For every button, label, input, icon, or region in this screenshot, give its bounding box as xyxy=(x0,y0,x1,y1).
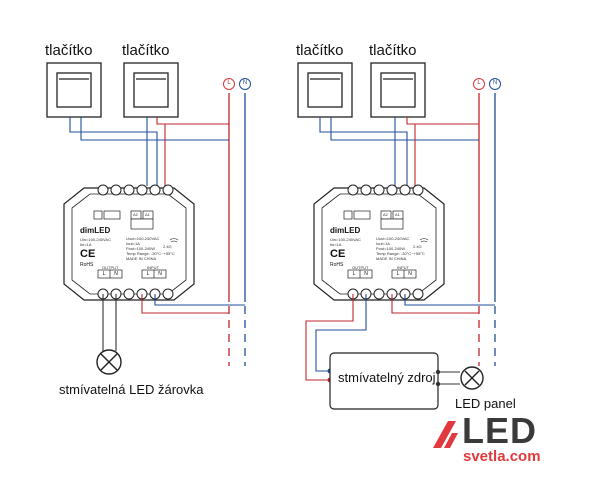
right-a1-label: A1 xyxy=(395,212,400,217)
left-button-1-label: tlačítko xyxy=(45,42,93,59)
left-load-caption: stmívatelná LED žárovka xyxy=(59,382,204,397)
logo-graphic xyxy=(433,421,458,448)
left-bulb xyxy=(96,338,122,375)
left-module-freq: 2.4G xyxy=(163,244,172,249)
left-dimmer-module xyxy=(63,184,195,301)
right-out-N: N xyxy=(364,271,368,277)
left-button-2-label: tlačítko xyxy=(122,42,170,59)
left-rohs-mark: RoHS xyxy=(80,262,94,268)
right-rail-N-label: N xyxy=(492,80,498,86)
left-a2-label: A2 xyxy=(133,212,138,217)
dimmable-driver-box xyxy=(329,352,439,410)
led-panel-lamp xyxy=(435,366,484,390)
left-in-N: N xyxy=(158,271,162,277)
left-output-label: OUTPUT xyxy=(102,265,119,270)
right-in-L: L xyxy=(396,271,400,277)
left-input-label: INPUT xyxy=(147,265,159,270)
right-output-wires xyxy=(305,294,495,381)
right-input-label: INPUT xyxy=(397,265,409,270)
left-module-spec-out: Uout=100-240VAC Iout=1A Pout=100-240W Te… xyxy=(126,236,175,261)
left-module-spec-in: Uin=100-240VAC Iin=1A xyxy=(80,237,111,247)
right-button-2 xyxy=(370,62,426,118)
left-out-L: L xyxy=(102,271,106,277)
left-module-brand: dimLED xyxy=(80,226,111,235)
left-button-wires xyxy=(69,117,229,186)
left-ce-mark: CE xyxy=(80,248,96,260)
right-module-freq: 2.4G xyxy=(413,244,422,249)
right-output-label: OUTPUT xyxy=(352,265,369,270)
right-button-1 xyxy=(297,62,353,118)
right-rail-L-label: L xyxy=(477,80,481,86)
right-in-N: N xyxy=(408,271,412,277)
right-a2-label: A2 xyxy=(383,212,388,217)
left-rail-L-label: L xyxy=(227,80,231,86)
rail-markers xyxy=(223,78,501,90)
right-module-spec-out: Uout=100-240VAC Iout=1A Pout=100-240W Te… xyxy=(376,236,425,261)
logo-sub-text: svetla.com xyxy=(463,448,541,465)
right-rohs-mark: RoHS xyxy=(330,262,344,268)
right-module-spec-in: Uin=100-240VAC Iin=1A xyxy=(330,237,361,247)
left-button-1 xyxy=(46,62,102,118)
left-output-wires xyxy=(102,294,245,338)
left-button-2 xyxy=(123,62,179,118)
panel-caption: LED panel xyxy=(455,396,516,411)
left-a1-label: A1 xyxy=(145,212,150,217)
right-ce-mark: CE xyxy=(330,248,346,260)
driver-caption: stmívatelný zdroj xyxy=(338,370,436,385)
left-in-L: L xyxy=(146,271,150,277)
right-out-L: L xyxy=(352,271,356,277)
right-module-brand: dimLED xyxy=(330,226,361,235)
logo-main-text: LED xyxy=(462,410,537,451)
right-button-wires xyxy=(319,117,479,186)
right-button-1-label: tlačítko xyxy=(296,42,344,59)
right-button-2-label: tlačítko xyxy=(369,42,417,59)
left-rail-N-label: N xyxy=(242,80,248,86)
right-dimmer-module xyxy=(313,184,445,301)
left-out-N: N xyxy=(114,271,118,277)
